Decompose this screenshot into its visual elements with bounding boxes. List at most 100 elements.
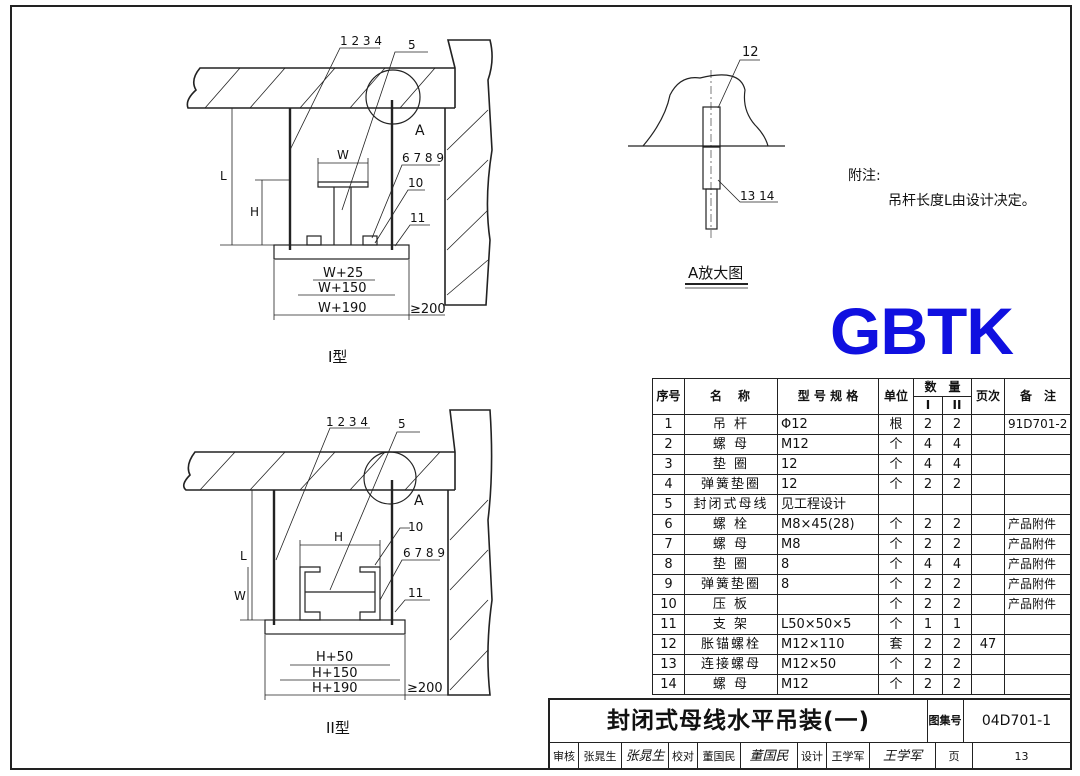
type2-wall-hatch: [449, 499, 489, 691]
review-label: 审核: [550, 743, 579, 770]
signature-row: 审核 张晁生 张晁生 校对 董国民 董国民 设计 王学军 王学军 页 13: [550, 743, 1070, 770]
bom-cell-unit: 个: [878, 454, 914, 475]
type1-support-angle: [273, 244, 410, 260]
bom-cell-unit: 个: [878, 514, 914, 535]
type2-label-parts-c: 6 7 8 9: [403, 546, 445, 560]
bom-cell-name: 连接螺母: [684, 654, 778, 675]
bom-cell-name: 垫 圈: [684, 454, 778, 475]
type1-ceiling-slab: [186, 67, 455, 109]
bom-cell-q1: 2: [913, 414, 943, 435]
bom-cell-q1: 2: [913, 514, 943, 535]
type1-dim-d1: W+25: [323, 266, 363, 281]
design-label: 设计: [798, 743, 827, 770]
type1-leaders: [289, 47, 440, 247]
type1-dimensions: [220, 107, 445, 320]
bom-cell-page: [971, 414, 1005, 435]
bom-cell-no: 1: [652, 414, 685, 435]
bom-cell-q2: 4: [942, 434, 972, 455]
bom-cell-q1: 2: [913, 594, 943, 615]
bom-cell-name: 压 板: [684, 594, 778, 615]
detail-caption: A放大图: [688, 264, 743, 282]
bom-cell-remark: [1004, 434, 1072, 455]
bom-cell-unit: [878, 494, 914, 515]
type2-support-angle: [264, 619, 406, 635]
type1-label-parts-e: 11: [410, 211, 425, 225]
bom-cell-q2: 2: [942, 534, 972, 555]
bom-cell-q2: 2: [942, 634, 972, 655]
bom-cell-page: [971, 554, 1005, 575]
type1-detail-circle: [365, 69, 421, 125]
bom-cell-remark: [1004, 654, 1072, 675]
bom-cell-page: [971, 474, 1005, 495]
bom-cell-unit: 个: [878, 614, 914, 635]
watermark: GBTK: [830, 294, 1014, 368]
type1-clamp-left: [306, 235, 322, 246]
bom-cell-q1: 2: [913, 534, 943, 555]
bom-cell-unit: 个: [878, 534, 914, 555]
type2-wall: [447, 409, 493, 696]
bom-cell-remark: 产品附件: [1004, 594, 1072, 615]
type2-dim-d3: H+190: [312, 681, 357, 696]
bom-cell-spec: L50×50×5: [777, 614, 879, 635]
type2-view: 1 2 3 4 5 A 10 6 7 8 9 11 H L W H+50 H+1…: [182, 409, 493, 737]
bom-cell-q1: 2: [913, 674, 943, 695]
type2-dim-wall: ≥200: [407, 681, 443, 696]
bom-cell-no: 11: [652, 614, 685, 635]
detail-coupling-nut: [702, 146, 721, 190]
bom-cell-remark: 91D701-2: [1004, 414, 1072, 435]
bom-header-name: 名 称: [684, 378, 778, 415]
bom-cell-remark: [1004, 614, 1072, 635]
type2-caption: II型: [326, 719, 350, 737]
bom-cell-no: 4: [652, 474, 685, 495]
bom-cell-q1: 2: [913, 654, 943, 675]
type2-leaders: [275, 427, 440, 613]
bom-cell-q1: 2: [913, 574, 943, 595]
bom-cell-no: 14: [652, 674, 685, 695]
bom-cell-q1: [913, 494, 943, 515]
type1-caption: I型: [328, 348, 347, 366]
bom-header-qty-2: II: [942, 396, 972, 415]
detail-leaders: [717, 59, 778, 203]
bom-cell-no: 12: [652, 634, 685, 655]
notes-text: 吊杆长度L由设计决定。: [888, 193, 1036, 209]
type2-dim-h: H: [334, 530, 343, 544]
bom-cell-unit: 个: [878, 554, 914, 575]
bom-header-remark: 备 注: [1004, 378, 1072, 415]
detail-a-view: 12 13 14 A放大图: [628, 45, 785, 289]
reviewer-signature: 张晁生: [622, 743, 669, 770]
bom-cell-name: 垫 圈: [684, 554, 778, 575]
bom-cell-no: 10: [652, 594, 685, 615]
bom-cell-spec: M8: [777, 534, 879, 555]
type1-dim-h: H: [250, 205, 259, 219]
bom-cell-remark: [1004, 674, 1072, 695]
bom-cell-remark: [1004, 454, 1072, 475]
type1-label-parts-b: 5: [408, 38, 416, 52]
bom-cell-remark: 产品附件: [1004, 514, 1072, 535]
bom-cell-name: 螺 母: [684, 674, 778, 695]
bom-cell-unit: 个: [878, 674, 914, 695]
bom-cell-no: 5: [652, 494, 685, 515]
bom-cell-spec: M12×50: [777, 654, 879, 675]
bom-cell-q2: [942, 494, 972, 515]
bom-cell-no: 8: [652, 554, 685, 575]
bom-cell-spec: 12: [777, 454, 879, 475]
bom-cell-unit: 个: [878, 654, 914, 675]
title-block: 封闭式母线水平吊装(一) 图集号 04D701-1 审核 张晁生 张晁生 校对 …: [548, 698, 1072, 770]
bom-cell-spec: Φ12: [777, 414, 879, 435]
type2-dim-w: W: [234, 589, 246, 603]
atlas-number-label: 图集号: [927, 700, 964, 743]
bom-header-qty-1: I: [913, 396, 943, 415]
bom-cell-remark: 产品附件: [1004, 534, 1072, 555]
type2-dim-l: L: [240, 549, 247, 563]
page-label: 页: [936, 743, 973, 770]
bom-cell-name: 封闭式母线: [684, 494, 778, 515]
type1-dim-d2: W+150: [318, 281, 367, 296]
